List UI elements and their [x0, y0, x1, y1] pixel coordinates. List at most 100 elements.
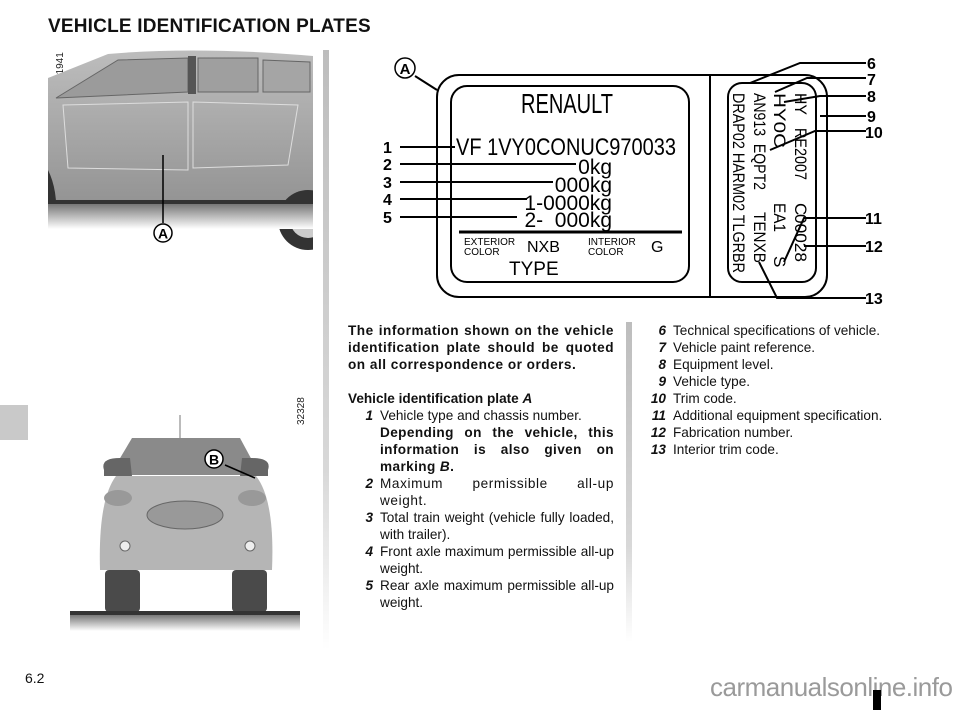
column-divider	[323, 50, 329, 650]
item-text: Vehicle type and chassis number. Dependin…	[380, 407, 614, 475]
item-text: Technical specifications of vehicle.	[673, 323, 881, 338]
plate-marker-a: A	[400, 61, 411, 78]
left-text-column: The information shown on the vehicle ide…	[348, 322, 614, 611]
plate-code: HY0C	[770, 93, 789, 148]
callout-5: 5	[383, 210, 392, 227]
plate-code: EA1	[770, 203, 789, 232]
list-item: 5 Rear axle maximum permissible all-up we…	[348, 577, 614, 611]
plate-code: 00028	[791, 214, 810, 262]
plate-code: S	[770, 256, 789, 267]
list-item: 4 Front axle maximum permissible all-up w…	[348, 543, 614, 577]
item-number: 10	[650, 391, 666, 406]
plate-weight-2: 0kg	[578, 156, 612, 179]
list-item: 10 Trim code.	[648, 390, 912, 407]
section-heading-text: Vehicle identification plate	[348, 391, 523, 406]
callout-8: 8	[867, 89, 876, 106]
callout-10: 10	[865, 125, 883, 142]
callout-1: 1	[383, 140, 392, 157]
section-heading-ref: A	[522, 391, 533, 406]
callout-11: 11	[865, 211, 882, 228]
interior-color-label: INTERIOR	[588, 237, 636, 248]
item-number: 7	[658, 340, 666, 355]
note-text: Depending on the vehicle, this informati…	[380, 425, 614, 474]
page-marker	[873, 690, 881, 710]
item-text: Equipment level.	[673, 357, 774, 372]
item-number: 13	[650, 442, 666, 457]
list-item: 2 Maximum permissible all-up weight.	[348, 475, 614, 509]
plate-code: C	[791, 203, 810, 215]
list-item: 1 Vehicle type and chassis number. Depend…	[348, 407, 614, 475]
page-number: 6.2	[25, 670, 45, 686]
type-label: TYPE	[509, 259, 559, 280]
item-text: Maximum permissible all-up weight.	[380, 476, 614, 508]
item-number: 1	[365, 408, 373, 423]
plate-main-panel	[450, 85, 690, 283]
watermark: carmanualsonline.info	[710, 672, 953, 702]
exterior-color-value: NXB	[527, 239, 560, 256]
callout-7: 7	[867, 72, 876, 89]
identification-plate-diagram: A RENAULT VF 1VY0CONUC970033 0kg 000kg 1…	[383, 56, 883, 308]
plate-code: RE2007	[791, 128, 810, 180]
item-number: 2	[365, 476, 373, 491]
plate-code: AN913 EQPT2	[750, 93, 769, 190]
item-text-main: Vehicle type and chassis number.	[380, 408, 582, 423]
plate-weight-5: 2- 000kg	[524, 209, 612, 232]
callout-3: 3	[383, 175, 392, 192]
list-item: 3 Total train weight (vehicle fully loade…	[348, 509, 614, 543]
callout-12: 12	[865, 239, 883, 256]
item-number: 4	[365, 544, 373, 559]
plate-brand: RENAULT	[521, 88, 613, 119]
item-number: 9	[658, 374, 666, 389]
section-heading: Vehicle identification plate A	[348, 390, 614, 407]
exterior-color-label: COLOR	[464, 247, 500, 258]
vehicle-front-illustration: B	[70, 415, 300, 631]
item-number: 12	[650, 425, 666, 440]
intro-paragraph: The information shown on the vehicle ide…	[348, 323, 614, 372]
list-item: 7 Vehicle paint reference.	[648, 339, 912, 356]
plate-side-panel	[727, 82, 817, 283]
plate-weight-4: 1-0000kg	[524, 192, 612, 215]
item-text: Additional equipment specification.	[673, 408, 883, 423]
item-note: Depending on the vehicle, this informati…	[380, 425, 614, 474]
list-item: 11 Additional equipment specification.	[648, 407, 912, 424]
interior-color-label: COLOR	[588, 247, 624, 258]
plate-code: DRAP02 HARM02 TLGRBR	[729, 93, 748, 273]
plate-code: HY	[791, 93, 810, 115]
item-text: Rear axle maximum permissible all-up wei…	[380, 578, 614, 610]
column-divider	[626, 322, 632, 642]
item-text: Total train weight (vehicle fully loaded…	[380, 510, 614, 542]
exterior-color-label: EXTERIOR	[464, 237, 515, 248]
item-text: Front axle maximum permissible all-up we…	[380, 544, 614, 576]
item-number: 11	[651, 408, 666, 423]
note-ref: B	[439, 459, 451, 474]
callout-13: 13	[865, 291, 883, 308]
callout-2: 2	[383, 157, 392, 174]
note-end: .	[450, 459, 455, 474]
plate-outline	[436, 74, 828, 298]
list-item: 8 Equipment level.	[648, 356, 912, 373]
plate-vin: VF 1VY0CONUC970033	[456, 134, 676, 161]
item-text: Vehicle type.	[673, 374, 751, 389]
marker-a-label: A	[158, 226, 168, 242]
plate-weight-3: 000kg	[555, 174, 612, 197]
plate-code: TENXB	[750, 212, 769, 263]
vehicle-side-illustration: A	[48, 50, 313, 250]
callout-lines	[400, 62, 866, 299]
page-title: VEHICLE IDENTIFICATION PLATES	[48, 16, 371, 37]
item-number: 8	[658, 357, 666, 372]
interior-color-value: G	[651, 239, 663, 256]
callout-9: 9	[867, 109, 876, 126]
item-number: 5	[365, 578, 373, 593]
callout-6: 6	[867, 56, 876, 73]
list-item: 13 Interior trim code.	[648, 441, 912, 458]
item-number: 3	[365, 510, 373, 525]
item-text: Trim code.	[673, 391, 737, 406]
list-item: 9 Vehicle type.	[648, 373, 912, 390]
marker-b-label: B	[209, 452, 219, 468]
item-text: Vehicle paint reference.	[673, 340, 816, 355]
item-text: Interior trim code.	[673, 442, 779, 457]
item-text: Fabrication number.	[673, 425, 794, 440]
chapter-tab	[0, 405, 28, 440]
